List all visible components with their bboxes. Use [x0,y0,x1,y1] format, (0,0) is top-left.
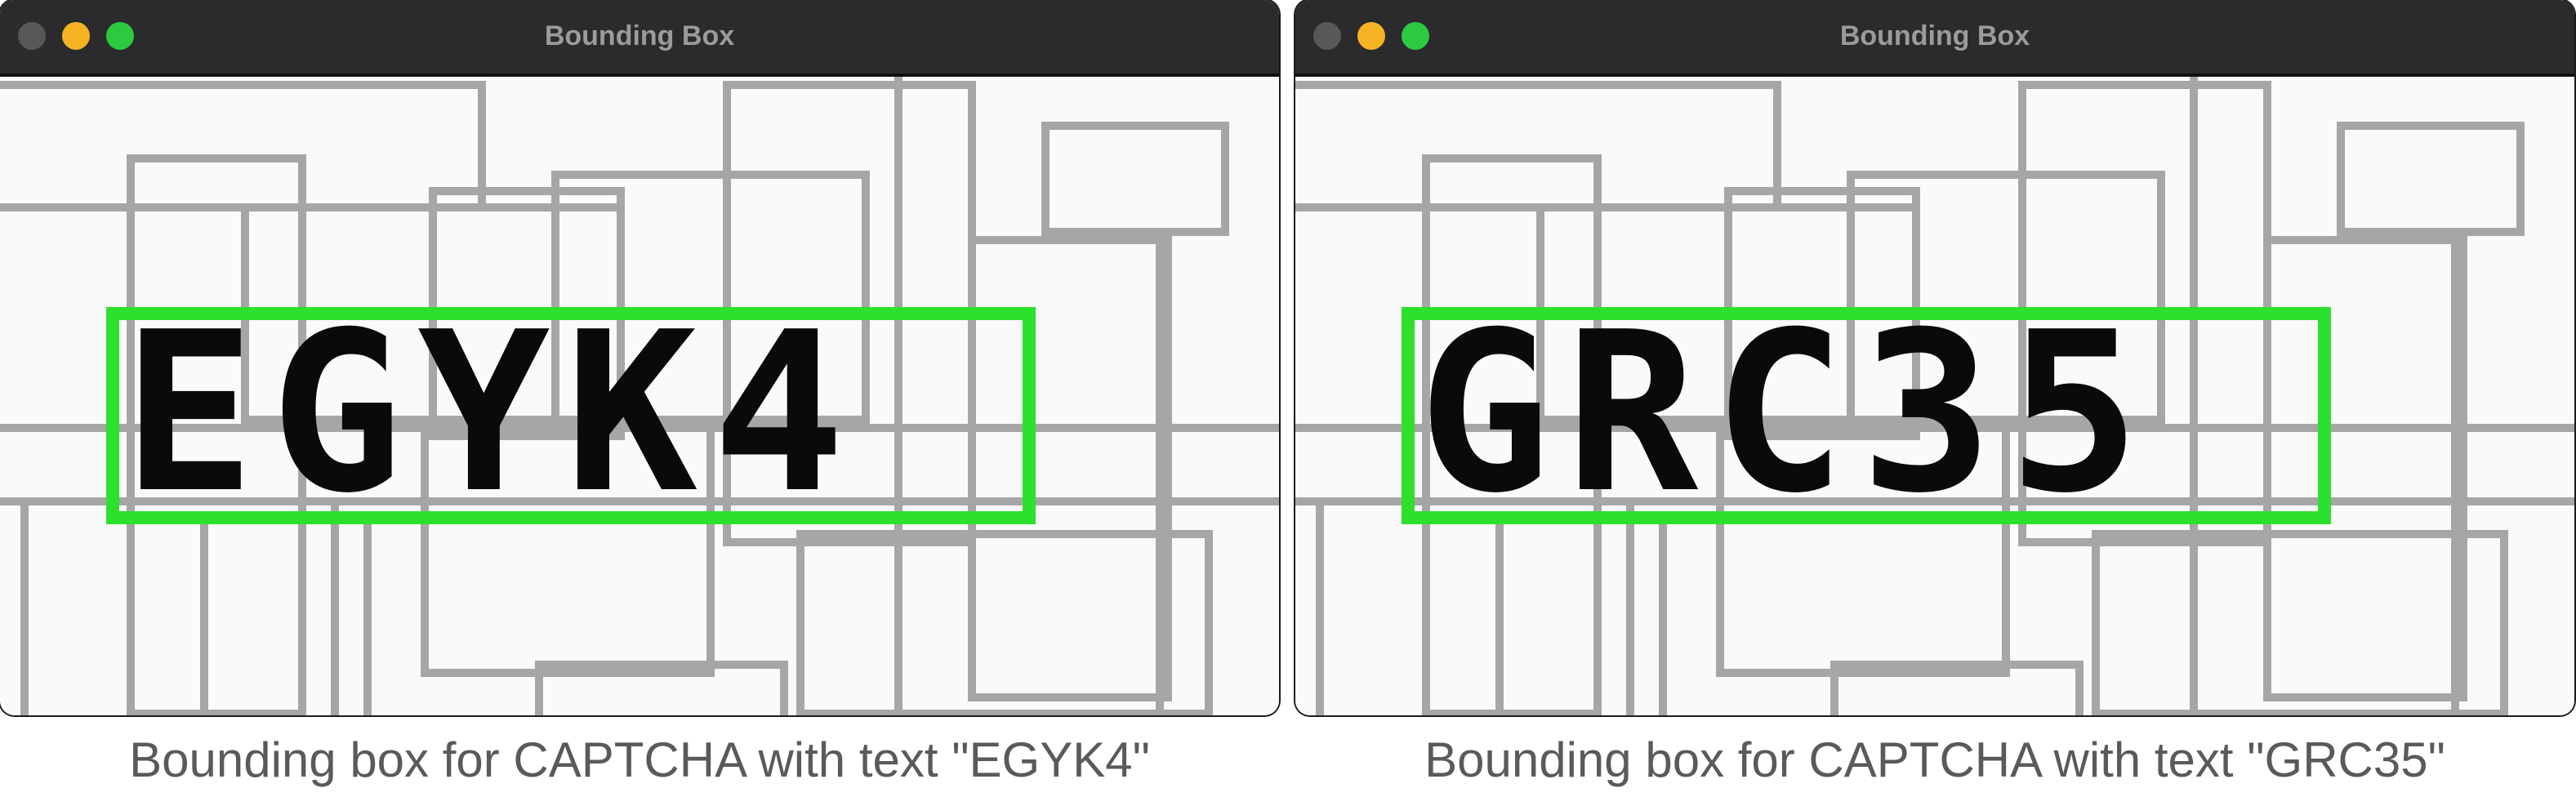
window-title: Bounding Box [544,20,735,51]
window-title: Bounding Box [1839,20,2030,51]
close-button[interactable] [18,22,46,50]
captcha-text: EGYK4 [123,284,860,541]
captcha-image: GRC35 [1295,77,2574,715]
panel-left: Bounding Box [0,0,1279,797]
captcha-image: EGYK4 [0,77,1279,715]
bounding-box [106,307,1036,524]
captcha-text: GRC35 [1418,284,2155,541]
close-button[interactable] [1313,22,1341,50]
window-titlebar[interactable]: Bounding Box [1295,0,2574,77]
captcha-canvas: EGYK4 [0,77,1279,715]
maximize-button[interactable] [1402,22,1429,50]
image-window: Bounding Box [0,0,1279,715]
minimize-button[interactable] [62,22,90,50]
maximize-button[interactable] [106,22,134,50]
figure-caption: Bounding box for CAPTCHA with text "GRC3… [1424,732,2445,787]
minimize-button[interactable] [1357,22,1385,50]
captcha-noise-lines [1295,77,2574,715]
window-titlebar[interactable]: Bounding Box [0,0,1279,77]
bounding-box [1402,307,2331,524]
figure-caption: Bounding box for CAPTCHA with text "EGYK… [129,732,1150,787]
captcha-canvas: GRC35 [1295,77,2574,715]
image-window: Bounding Box [1295,0,2574,715]
panel-right: Bounding Box [1295,0,2574,797]
captcha-noise-lines [0,77,1279,715]
